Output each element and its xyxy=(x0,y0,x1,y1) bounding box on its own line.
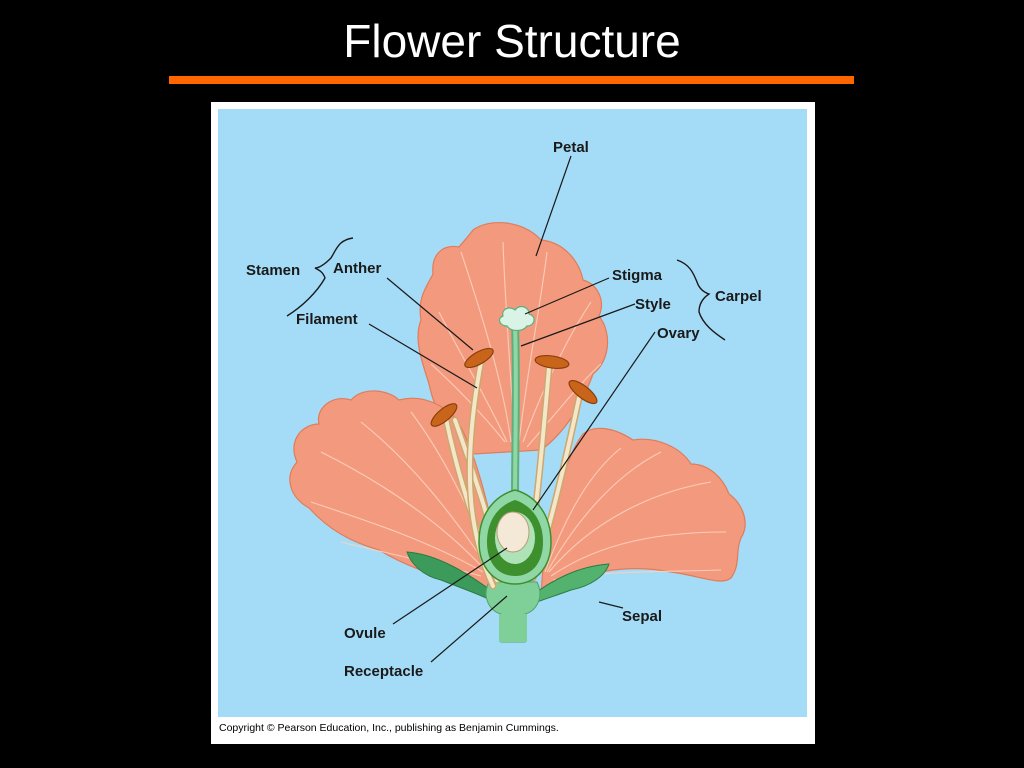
label-filament: Filament xyxy=(296,311,358,328)
right-sepal xyxy=(526,563,610,607)
style-highlight xyxy=(513,323,518,499)
left-sepal xyxy=(406,551,496,603)
petal-veins xyxy=(310,241,727,581)
anthers xyxy=(430,347,598,427)
slide-title: Flower Structure xyxy=(343,15,681,67)
label-receptacle: Receptacle xyxy=(344,663,423,680)
label-ovule: Ovule xyxy=(344,625,386,642)
label-stamen: Stamen xyxy=(246,262,300,279)
ovule xyxy=(496,511,530,553)
flower-diagram: Petal Stamen Anther Filament Stigma Styl… xyxy=(218,109,807,717)
leader-lines xyxy=(368,155,656,663)
label-ovary: Ovary xyxy=(657,325,700,342)
copyright-notice: Copyright © Pearson Education, Inc., pub… xyxy=(219,722,559,734)
label-sepal: Sepal xyxy=(622,608,662,625)
stem xyxy=(499,614,527,642)
stamen-brace xyxy=(286,237,354,317)
stigma xyxy=(498,305,535,332)
label-petal: Petal xyxy=(553,139,589,156)
flower-diagram-figure: Petal Stamen Anther Filament Stigma Styl… xyxy=(211,102,815,744)
label-style: Style xyxy=(635,296,671,313)
title-underline-rule xyxy=(169,76,854,84)
carpel-brace xyxy=(676,259,726,341)
label-anther: Anther xyxy=(333,260,381,277)
right-petal xyxy=(540,427,746,596)
label-stigma: Stigma xyxy=(612,267,663,284)
label-carpel: Carpel xyxy=(715,288,762,305)
